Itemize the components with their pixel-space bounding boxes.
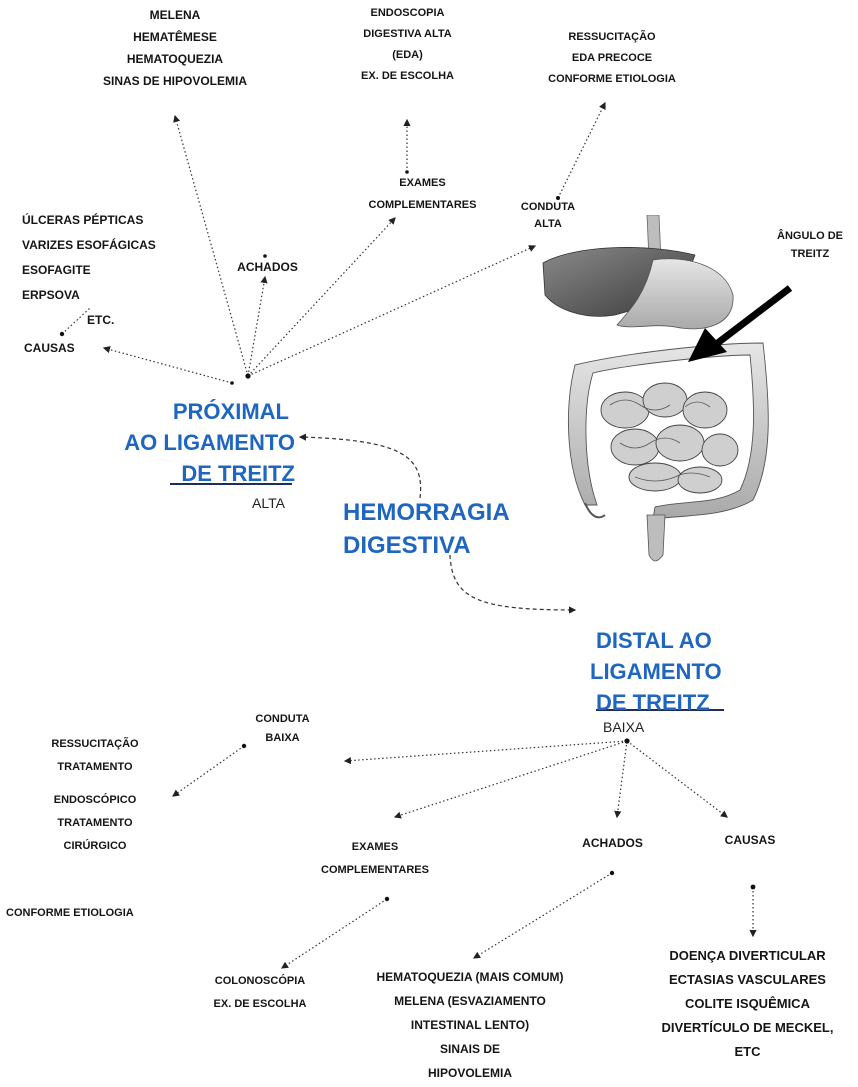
- upper-causas-item: VARIZES ESOFÁGICAS: [22, 233, 222, 258]
- lower-achados-item: SINAIS DE: [350, 1037, 590, 1061]
- lower-exames-label: EXAMES COMPLEMENTARES: [305, 836, 445, 882]
- lower-achados-label: ACHADOS: [570, 832, 655, 854]
- upper-conduta-item: EDA PRECOCE: [527, 48, 697, 69]
- upper-exames-label: EXAMES COMPLEMENTARES: [350, 172, 495, 216]
- upper-exames-item: EX. DE ESCOLHA: [345, 66, 470, 87]
- upper-exames-items: ENDOSCOPIA DIGESTIVA ALTA (EDA) EX. DE E…: [345, 3, 470, 87]
- lower-causas-label: CAUSAS: [710, 829, 790, 851]
- upper-conduta-item: CONFORME ETIOLOGIA: [527, 69, 697, 90]
- upper-causas-item: ERPSOVA: [22, 283, 222, 308]
- upper-causas-item: ETC.: [22, 308, 222, 333]
- lower-achados-item: INTESTINAL LENTO): [350, 1013, 590, 1037]
- upper-conduta-label: CONDUTA ALTA: [508, 199, 588, 233]
- lower-conduta-item: CONFORME ETIOLOGIA: [6, 902, 134, 924]
- upper-causas-label: CAUSAS: [24, 337, 75, 359]
- lower-conduta-item: RESSUCITAÇÃO: [20, 733, 170, 756]
- upper-exames-item: (EDA): [345, 45, 470, 66]
- lower-conduta-item: ENDOSCÓPICO: [20, 789, 170, 812]
- upper-achados-items: MELENA HEMATÊMESE HEMATOQUEZIA SINAS DE …: [85, 4, 265, 92]
- upper-exames-item: DIGESTIVA ALTA: [345, 24, 470, 45]
- center-title: HEMORRAGIA DIGESTIVA: [343, 496, 510, 562]
- upper-achados-item: HEMATOQUEZIA: [85, 48, 265, 70]
- lower-conduta-item: TRATAMENTO: [20, 812, 170, 835]
- lower-causas-item: DOENÇA DIVERTICULAR: [640, 944, 855, 968]
- upper-causas-item: ÚLCERAS PÉPTICAS: [22, 208, 222, 233]
- lower-causas-item: DIVERTÍCULO DE MECKEL,: [640, 1016, 855, 1040]
- upper-conduta-items: RESSUCITAÇÃO EDA PRECOCE CONFORME ETIOLO…: [527, 27, 697, 90]
- lower-achados-items: HEMATOQUEZIA (MAIS COMUM) MELENA (ESVAZI…: [350, 965, 590, 1085]
- lower-type-label: BAIXA: [603, 719, 644, 735]
- lower-causas-items: DOENÇA DIVERTICULAR ECTASIAS VASCULARES …: [640, 944, 855, 1064]
- lower-conduta-item: TRATAMENTO: [20, 756, 170, 779]
- lower-title: DISTAL AO LIGAMENTO DE TREITZ: [590, 625, 750, 718]
- lower-conduta-items: RESSUCITAÇÃO TRATAMENTO ENDOSCÓPICO TRAT…: [20, 733, 170, 858]
- lower-exames-item: COLONOSCÓPIA: [195, 970, 325, 993]
- upper-achados-item: HEMATÊMESE: [85, 26, 265, 48]
- upper-achados-label: ACHADOS: [225, 256, 310, 278]
- lower-causas-item: ETC: [640, 1040, 855, 1064]
- lower-achados-item: HEMATOQUEZIA (MAIS COMUM): [350, 965, 590, 989]
- lower-achados-item: MELENA (ESVAZIAMENTO: [350, 989, 590, 1013]
- lower-exames-item: EX. DE ESCOLHA: [195, 993, 325, 1016]
- lower-achados-item: HIPOVOLEMIA: [350, 1061, 590, 1085]
- upper-causas-item: ESOFAGITE: [22, 258, 222, 283]
- upper-achados-item: MELENA: [85, 4, 265, 26]
- upper-achados-item: SINAS DE HIPOVOLEMIA: [85, 70, 265, 92]
- angle-of-treitz-label: ÂNGULO DE TREITZ: [768, 227, 852, 263]
- lower-conduta-label: CONDUTA BAIXA: [245, 710, 320, 748]
- upper-type-label: ALTA: [252, 495, 285, 511]
- upper-exames-item: ENDOSCOPIA: [345, 3, 470, 24]
- upper-causas-items: ÚLCERAS PÉPTICAS VARIZES ESOFÁGICAS ESOF…: [22, 208, 222, 333]
- lower-exames-items: COLONOSCÓPIA EX. DE ESCOLHA: [195, 970, 325, 1016]
- upper-conduta-item: RESSUCITAÇÃO: [527, 27, 697, 48]
- lower-causas-item: COLITE ISQUÊMICA: [640, 992, 855, 1016]
- upper-title: PRÓXIMAL AO LIGAMENTO DE TREITZ: [95, 396, 295, 489]
- lower-conduta-item: CIRÚRGICO: [20, 835, 170, 858]
- lower-causas-item: ECTASIAS VASCULARES: [640, 968, 855, 992]
